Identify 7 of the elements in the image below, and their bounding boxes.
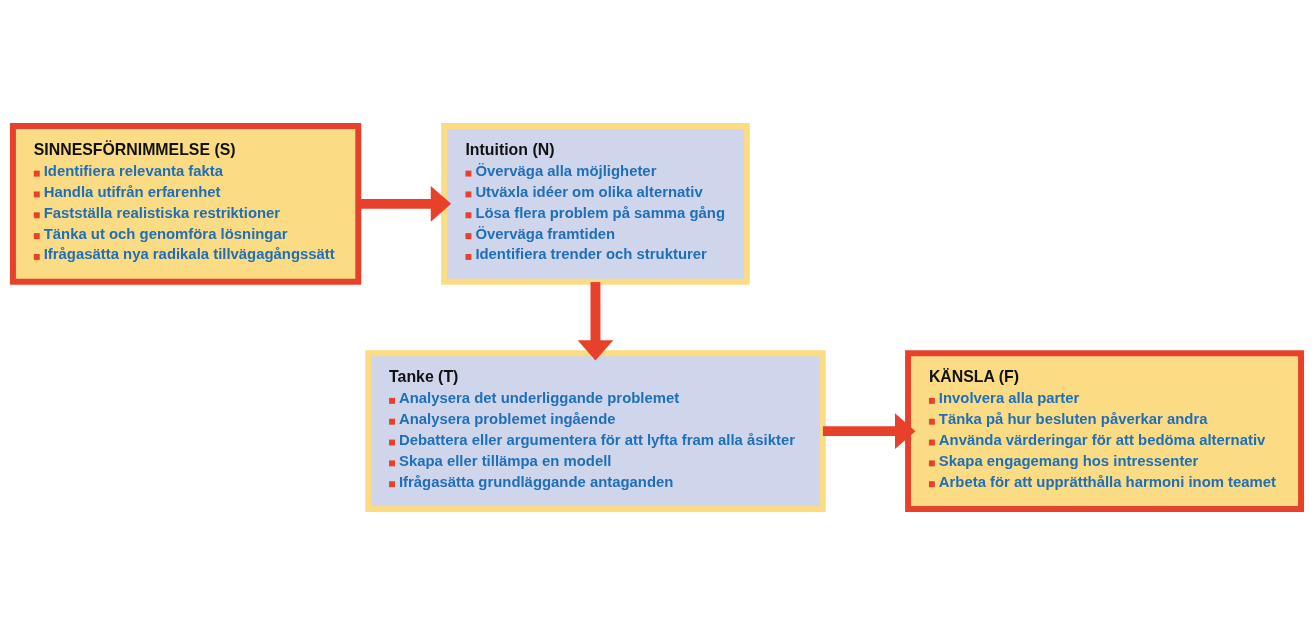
node-box: KÄNSLA (F) Involvera alla parter Tänka på hur besluten påverkar andra Använda värderingar för att bedöma alternativ Skapa engagemang hos intressenter Arbeta för att upprätthålla harmoni inom teamet <box>905 349 1305 512</box>
node-box: Intuition (N) Överväga alla möjligheter Utväxla idéer om olika alternativ Lösa flera problem på samma gång Överväga framtiden Identifiera trender och strukturer <box>441 122 750 285</box>
node-box: SINNESFÖRNIMMELSE (S) Identifiera relevanta fakta Handla utifrån erfarenhet Fastställa realistiska restriktioner Tänka ut och genomföra lösningar Ifrågasätta nya radikala tillvägagångssätt <box>9 122 362 285</box>
node-box: Tanke (T) Analysera det underliggande problemet Analysera problemet ingående Debattera eller argumentera för att lyfta fram alla åsikter Skapa eller tillämpa en modell Ifrågasätta grundläggande antaganden <box>365 349 826 512</box>
arrow <box>358 185 452 222</box>
arrow <box>577 281 614 361</box>
arrow <box>822 412 916 449</box>
